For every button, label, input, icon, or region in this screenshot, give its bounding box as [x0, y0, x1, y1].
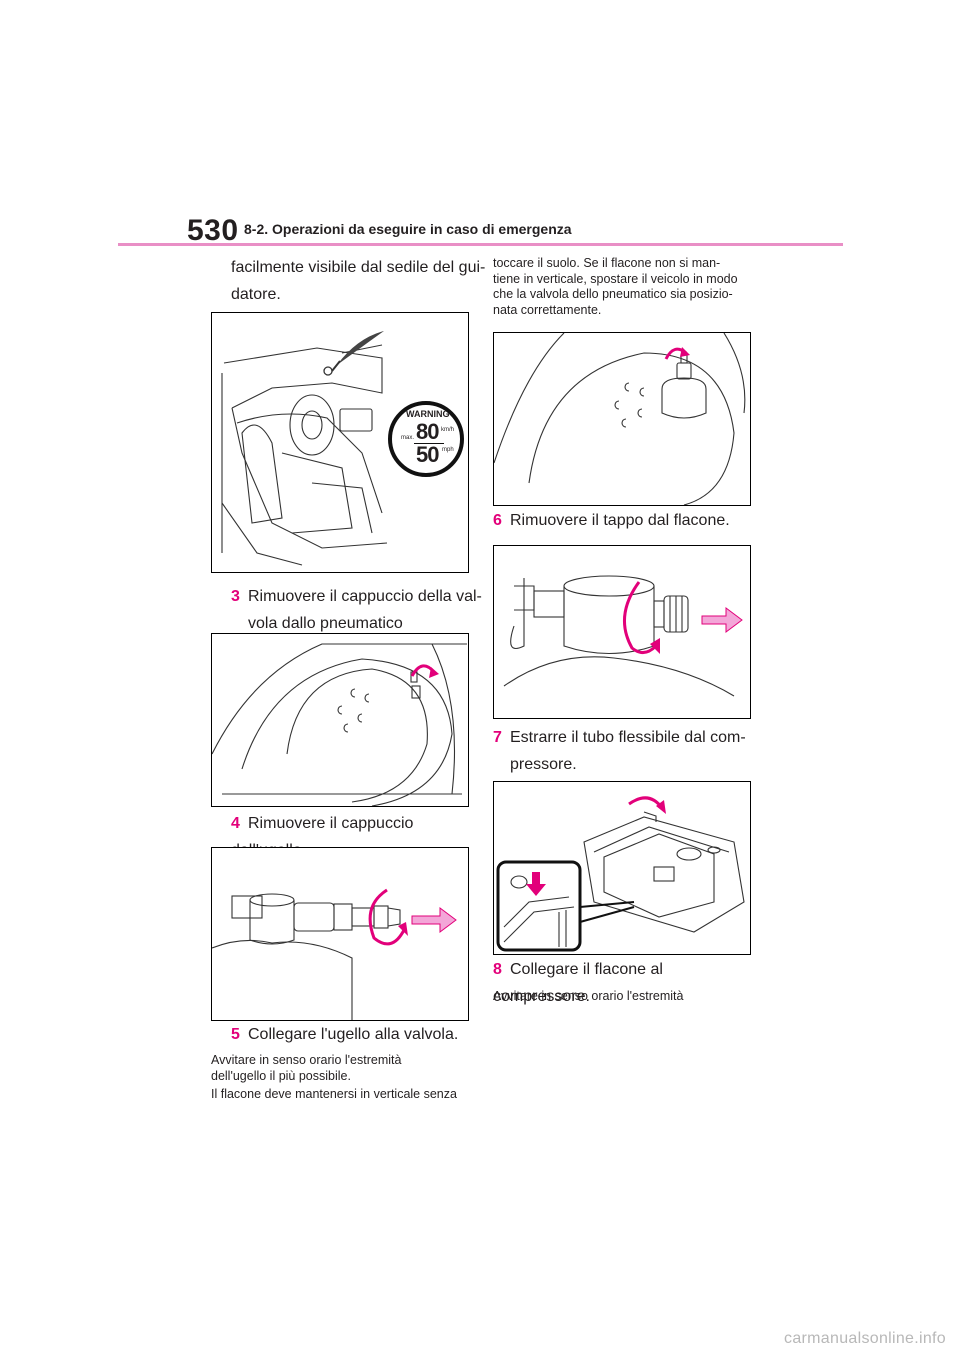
sticker-max-label: max.	[401, 435, 415, 441]
step-5: 5 Collegare l'ugello alla valvola.	[231, 1021, 491, 1048]
step-number: 5	[231, 1026, 240, 1043]
nozzle-illustration	[212, 888, 457, 1020]
sticker-mph-unit: mph	[442, 447, 454, 453]
step-6: 6 Rimuovere il tappo dal flacone.	[493, 507, 758, 534]
step-text: pressore.	[510, 756, 577, 773]
note-line: Il flacone deve mantenersi in verticale …	[211, 1087, 457, 1101]
step-number: 8	[493, 961, 502, 978]
step-text: Collegare l'ugello alla valvola.	[248, 1026, 459, 1043]
note-line: Avvitare in senso orario l'estremità	[211, 1053, 402, 1067]
sticker-kmh-unit: km/h	[441, 427, 455, 433]
step-number: 3	[231, 588, 240, 605]
step-text: Rimuovere il cappuccio della val-	[248, 588, 482, 605]
step-number: 4	[231, 815, 240, 832]
page-number: 530	[187, 214, 239, 247]
cont-line: toccare il suolo. Se il flacone non si m…	[493, 256, 721, 270]
section-title: 8-2. Operazioni da eseguire in caso di e…	[244, 221, 572, 237]
note-line: Avvitare in senso orario l'estremità	[493, 989, 684, 1003]
continued-text: toccare il suolo. Se il flacone non si m…	[493, 256, 758, 318]
lead-line: facilmente visibile dal sedile del gui-	[231, 259, 486, 276]
figure-compressor-hose	[493, 781, 751, 955]
footer-watermark: carmanualsonline.info	[784, 1330, 946, 1347]
step-text: Collegare il flacone al compressore.	[493, 961, 663, 1005]
step-text: Estrarre il tubo flessibile dal com-	[510, 729, 746, 746]
step-7: 7 Estrarre il tubo flessibile dal com- pr…	[493, 724, 758, 778]
step-text: Rimuovere il tappo dal flacone.	[510, 512, 730, 529]
bottle-cap-illustration	[503, 575, 743, 697]
note-2: Il flacone deve mantenersi in verticale …	[211, 1087, 481, 1103]
tire-illustration	[212, 643, 467, 806]
speed-warning-sticker: WARNING 80 km/h max. 50 mph	[388, 401, 464, 477]
lead-line: datore.	[231, 286, 281, 303]
step-number: 7	[493, 729, 502, 746]
note-line: dell'ugello il più possibile.	[211, 1068, 351, 1083]
cont-line: che la valvola dello pneumatico sia posi…	[493, 287, 733, 301]
sticker-kmh-value: 80	[416, 419, 440, 444]
sticker-divider	[414, 443, 444, 444]
lead-text: facilmente visibile dal sedile del gui- …	[231, 254, 491, 308]
step-number: 6	[493, 512, 502, 529]
cont-line: nata correttamente.	[493, 302, 602, 317]
figure-nozzle-cap	[211, 847, 469, 1021]
note-1: Avvitare in senso orario l'estremità del…	[211, 1053, 476, 1084]
figure-bottle-cap	[493, 545, 751, 719]
sticker-mph-value: 50	[416, 442, 440, 467]
sticker-warning-label: WARNING	[406, 409, 450, 419]
dashboard-illustration	[221, 331, 388, 566]
compressor-illustration	[496, 796, 745, 952]
header-rule	[118, 243, 843, 246]
bottle-valve-illustration	[494, 333, 746, 505]
cont-line: tiene in verticale, spostare il veicolo …	[493, 271, 738, 286]
note-3: Avvitare in senso orario l'estremità	[493, 989, 758, 1005]
figure-tire-valve-cap	[211, 633, 469, 807]
figure-bottle-on-valve	[493, 332, 751, 506]
